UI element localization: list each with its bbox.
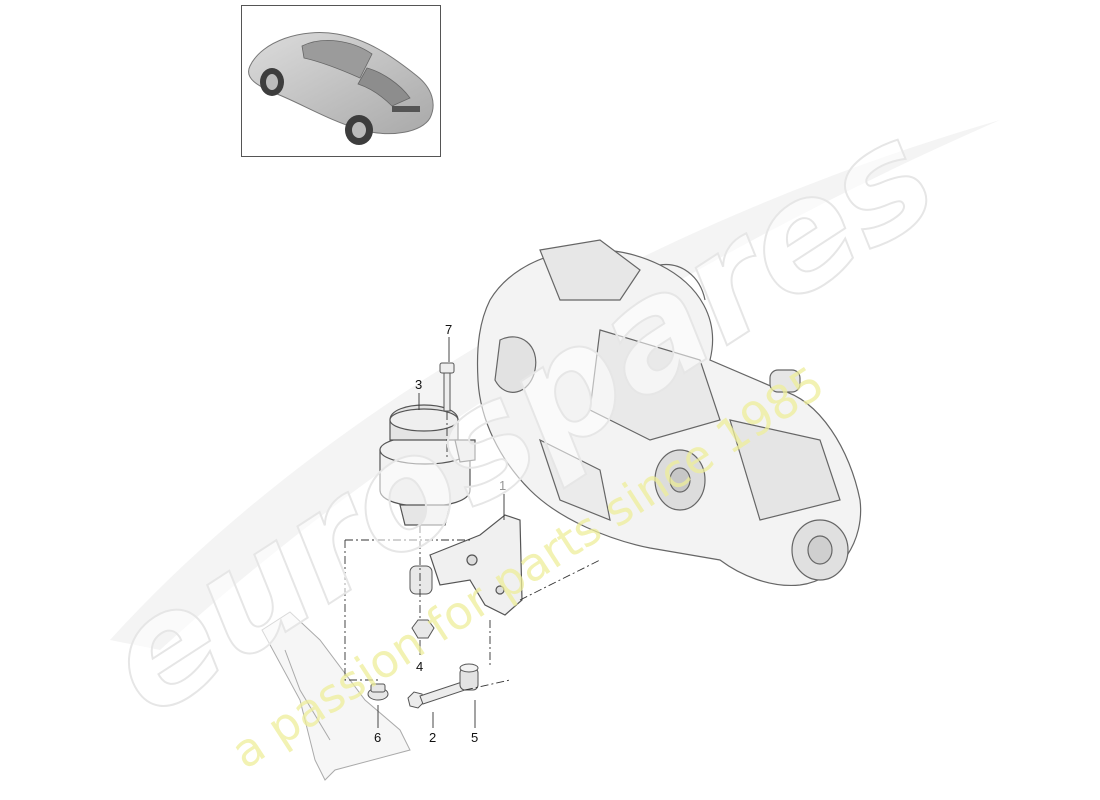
callout-1[interactable]: 1: [499, 478, 506, 493]
part-7-bolt[interactable]: [439, 362, 455, 412]
callout-5[interactable]: 5: [471, 730, 478, 745]
watermark-brand: eurospares: [75, 88, 965, 750]
callout-leaders: [377, 337, 505, 728]
car-icon: [248, 32, 434, 145]
watermark-swoosh: [110, 120, 1000, 650]
part-6-nut[interactable]: [367, 683, 389, 701]
support-bracket-ghost: [261, 611, 411, 781]
part-1-bracket[interactable]: [429, 514, 523, 616]
callout-2[interactable]: 2: [429, 730, 436, 745]
part-4-nut[interactable]: [409, 565, 435, 639]
callout-3[interactable]: 3: [415, 377, 422, 392]
part-3-mount[interactable]: [379, 404, 476, 526]
callout-7[interactable]: 7: [445, 322, 452, 337]
transmission: [476, 239, 862, 587]
part-2-bolt[interactable]: [407, 681, 466, 709]
part-5-bushing[interactable]: [459, 663, 479, 691]
callout-6[interactable]: 6: [374, 730, 381, 745]
assembly-lines: [344, 412, 601, 691]
callout-4[interactable]: 4: [416, 659, 423, 674]
vehicle-thumbnail[interactable]: [241, 5, 441, 157]
